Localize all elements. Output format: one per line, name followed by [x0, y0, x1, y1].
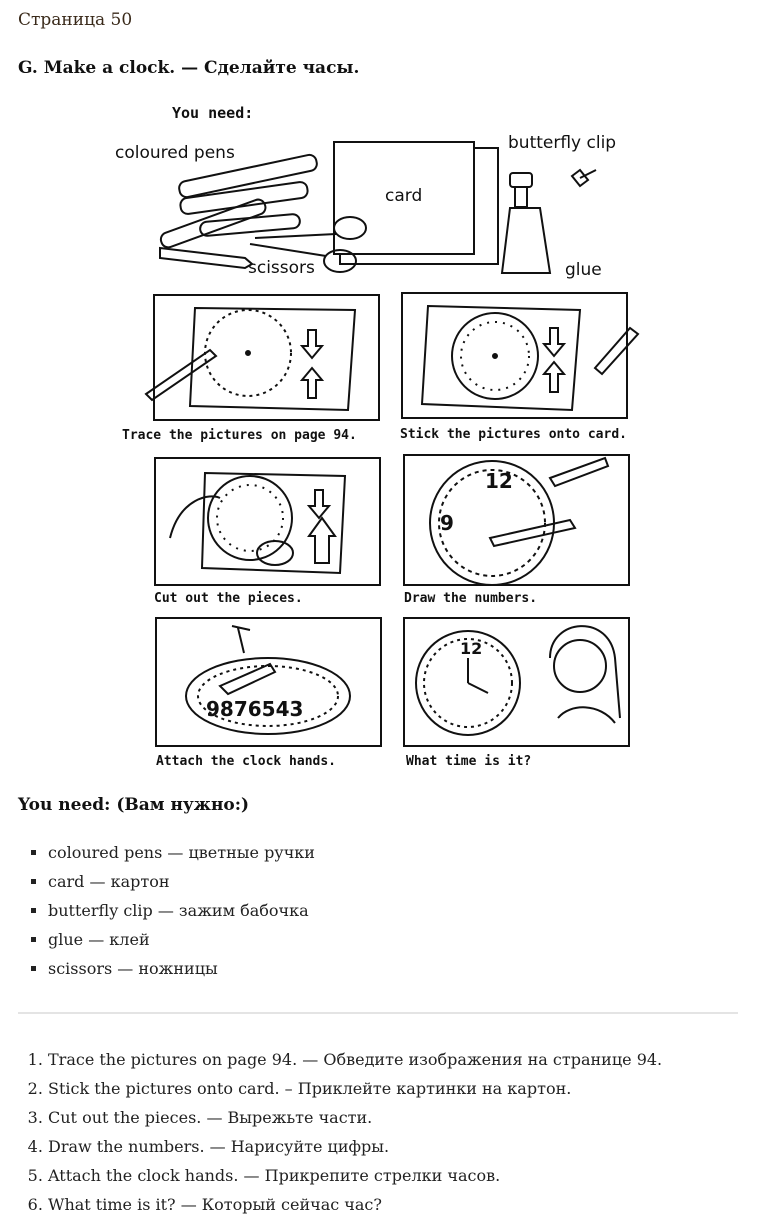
scissors-icon	[249, 216, 367, 273]
caption-trace: Trace the pictures on page 94.	[122, 428, 357, 443]
coloured-pens-icon	[159, 153, 318, 270]
caption-stick: Stick the pictures onto card.	[400, 427, 627, 442]
glue-label: glue	[565, 260, 602, 280]
steps-list: Trace the pictures on page 94. — Обведит…	[18, 1045, 662, 1219]
step-draw: Draw the numbers. — Нарисуйте цифры.	[48, 1132, 662, 1161]
you-need-label: You need:	[172, 104, 253, 122]
step-cut: Cut out the pieces. — Вырежьте части.	[48, 1103, 662, 1132]
clock-craft-illustration: You need: coloured pens butterfly clip s…	[110, 98, 655, 778]
step-attach: Attach the clock hands. — Прикрепите стр…	[48, 1161, 662, 1190]
panel-cut	[154, 457, 381, 586]
scissors-label: scissors	[248, 258, 315, 278]
panel-draw: 12 9	[403, 454, 630, 586]
panel-attach: 9876543	[155, 617, 382, 747]
caption-cut: Cut out the pieces.	[154, 591, 303, 606]
svg-text:9876543: 9876543	[206, 697, 303, 721]
butterfly-clip-icon	[570, 168, 597, 188]
section-heading: G. Make a clock. — Сделайте часы.	[18, 58, 360, 78]
divider	[18, 1012, 738, 1014]
needs-item-coloured-pens: coloured pens — цветные ручки	[48, 838, 315, 867]
butterfly-clip-label: butterfly clip	[508, 133, 616, 153]
panel-stick	[401, 292, 640, 419]
caption-attach: Attach the clock hands.	[156, 754, 336, 769]
page-number: Страница 50	[18, 10, 133, 30]
svg-text:9: 9	[440, 511, 454, 535]
card-label: card	[385, 186, 422, 206]
card-icon: card	[333, 141, 499, 265]
coloured-pens-label: coloured pens	[115, 143, 235, 163]
glue-icon	[500, 172, 552, 274]
panel-trace	[144, 294, 380, 421]
needs-item-glue: glue — клей	[48, 925, 315, 954]
caption-draw: Draw the numbers.	[404, 591, 537, 606]
you-need-heading: You need: (Вам нужно:)	[18, 795, 250, 815]
step-stick: Stick the pictures onto card. – Приклейт…	[48, 1074, 662, 1103]
panel-what-time: 12	[403, 617, 630, 747]
svg-text:12: 12	[485, 469, 513, 493]
needs-item-butterfly-clip: butterfly clip — зажим бабочка	[48, 896, 315, 925]
step-what-time: What time is it? — Который сейчас час?	[48, 1190, 662, 1219]
needs-list: coloured pens — цветные ручки card — кар…	[18, 838, 315, 983]
svg-text:12: 12	[460, 639, 482, 658]
step-trace: Trace the pictures on page 94. — Обведит…	[48, 1045, 662, 1074]
needs-item-card: card — картон	[48, 867, 315, 896]
caption-what-time: What time is it?	[406, 754, 531, 769]
needs-item-scissors: scissors — ножницы	[48, 954, 315, 983]
